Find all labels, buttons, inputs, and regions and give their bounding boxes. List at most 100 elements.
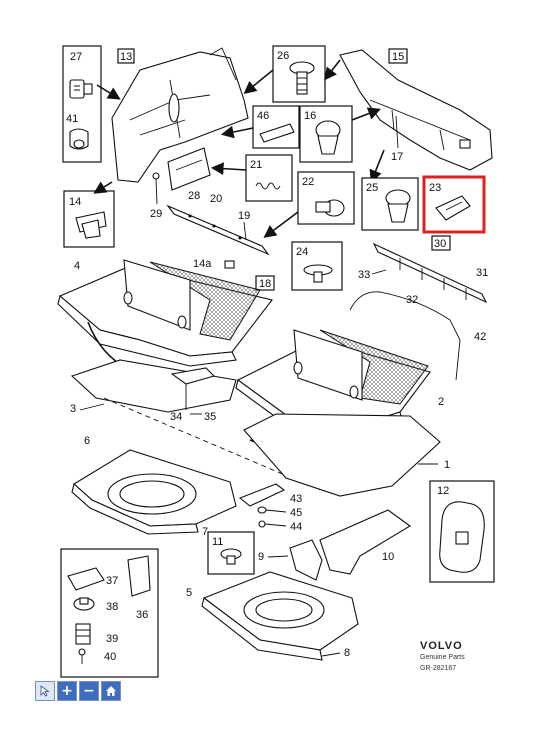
viewer-toolbar: + − [35, 681, 121, 703]
clip-41-icon [69, 128, 89, 150]
label-24: 24 [296, 246, 308, 258]
label-7: 7 [202, 526, 208, 538]
pad-46 [259, 123, 295, 143]
strap-36 [127, 555, 151, 597]
label-23: 23 [429, 182, 441, 194]
floor-mat-1 [243, 413, 441, 497]
cargo-floor-4 [57, 259, 273, 367]
hook-rail-30 [372, 242, 488, 304]
clip-23-icon [435, 195, 471, 221]
bracket-9 [289, 539, 323, 581]
brand-name: VOLVO [420, 640, 463, 652]
zoom-in-button[interactable]: + [57, 681, 77, 701]
label-35: 35 [204, 411, 216, 423]
label-6: 6 [84, 435, 90, 447]
label-20: 20 [210, 193, 222, 205]
wing-nut-38 [73, 597, 95, 611]
label-3: 3 [70, 403, 76, 415]
bracket-10 [319, 509, 411, 575]
bolt-44-icon [258, 520, 266, 528]
label-37: 37 [106, 575, 118, 587]
home-button[interactable] [101, 681, 121, 701]
tray-28 [167, 147, 211, 191]
clip-27-icon [69, 79, 93, 99]
label-17: 17 [391, 151, 403, 163]
label-32: 32 [406, 294, 418, 306]
label-19: 19 [238, 210, 250, 222]
label-30: 30 [434, 238, 446, 250]
label-46: 46 [257, 110, 269, 122]
label-18: 18 [259, 278, 271, 290]
label-40: 40 [104, 651, 116, 663]
spacer-39 [75, 623, 91, 645]
detail-box-22 [297, 171, 355, 225]
label-36: 36 [136, 609, 148, 621]
label-5: 5 [186, 587, 192, 599]
clip-16-icon [315, 120, 341, 155]
screw-29-icon [152, 172, 160, 205]
floor-tray-5 [201, 571, 359, 661]
diagram-ref: GR-282167 [420, 665, 456, 672]
label-14a: 14a [193, 258, 212, 270]
label-box-15 [388, 48, 408, 64]
label-9: 9 [258, 551, 264, 563]
label-21: 21 [250, 159, 262, 171]
label-28: 28 [188, 190, 200, 202]
brand-subtitle: Genuine Parts [420, 654, 465, 661]
fastener-14-icon [75, 211, 107, 239]
nut-22-icon [315, 199, 345, 217]
label-33: 33 [358, 269, 370, 281]
label-31: 31 [476, 267, 488, 279]
label-25: 25 [366, 182, 378, 194]
home-icon [106, 686, 116, 696]
label-13: 13 [120, 51, 132, 63]
net-strap-42 [349, 291, 461, 381]
label-39: 39 [106, 633, 118, 645]
bolt-40 [78, 648, 86, 664]
label-27: 27 [70, 51, 82, 63]
bracket-34 [170, 367, 216, 410]
label-16: 16 [304, 110, 316, 122]
label-14: 14 [69, 196, 81, 208]
label-29: 29 [150, 208, 162, 220]
label-41: 41 [66, 113, 78, 125]
screw-26-icon [289, 61, 315, 95]
clip-14a [224, 260, 235, 269]
label-42: 42 [474, 331, 486, 343]
label-box-30 [431, 235, 451, 251]
pad-24-icon [303, 264, 333, 283]
clip-25-icon [385, 189, 411, 223]
zoom-out-button[interactable]: − [79, 681, 99, 701]
label-10: 10 [382, 551, 394, 563]
plug-11-icon [220, 548, 242, 565]
label-11: 11 [212, 536, 223, 548]
detail-box-21 [245, 154, 293, 202]
label-1: 1 [444, 459, 450, 471]
block-37 [67, 567, 105, 591]
label-8: 8 [344, 647, 350, 659]
dashed-guide [103, 397, 321, 491]
label-26: 26 [277, 50, 289, 62]
leader-17 [395, 115, 399, 149]
label-2: 2 [438, 396, 444, 408]
side-panel-15 [339, 49, 493, 171]
spring-21-icon [255, 182, 281, 190]
handle-43 [238, 483, 286, 507]
label-box-18 [255, 275, 275, 291]
label-12: 12 [437, 485, 449, 497]
label-box-13 [117, 48, 135, 64]
label-44: 44 [290, 521, 302, 533]
label-45: 45 [290, 507, 302, 519]
first-aid-kit-12 [439, 501, 485, 573]
label-38: 38 [106, 601, 118, 613]
pointer-tool-button[interactable] [35, 681, 55, 701]
floor-mat-3 [70, 359, 237, 413]
washer-45-icon [257, 506, 267, 514]
label-34: 34 [170, 411, 182, 423]
label-4: 4 [74, 260, 80, 272]
label-43: 43 [290, 493, 302, 505]
side-panel-13 [111, 47, 249, 183]
rail-20 [166, 204, 270, 256]
pointer-icon [40, 685, 50, 697]
